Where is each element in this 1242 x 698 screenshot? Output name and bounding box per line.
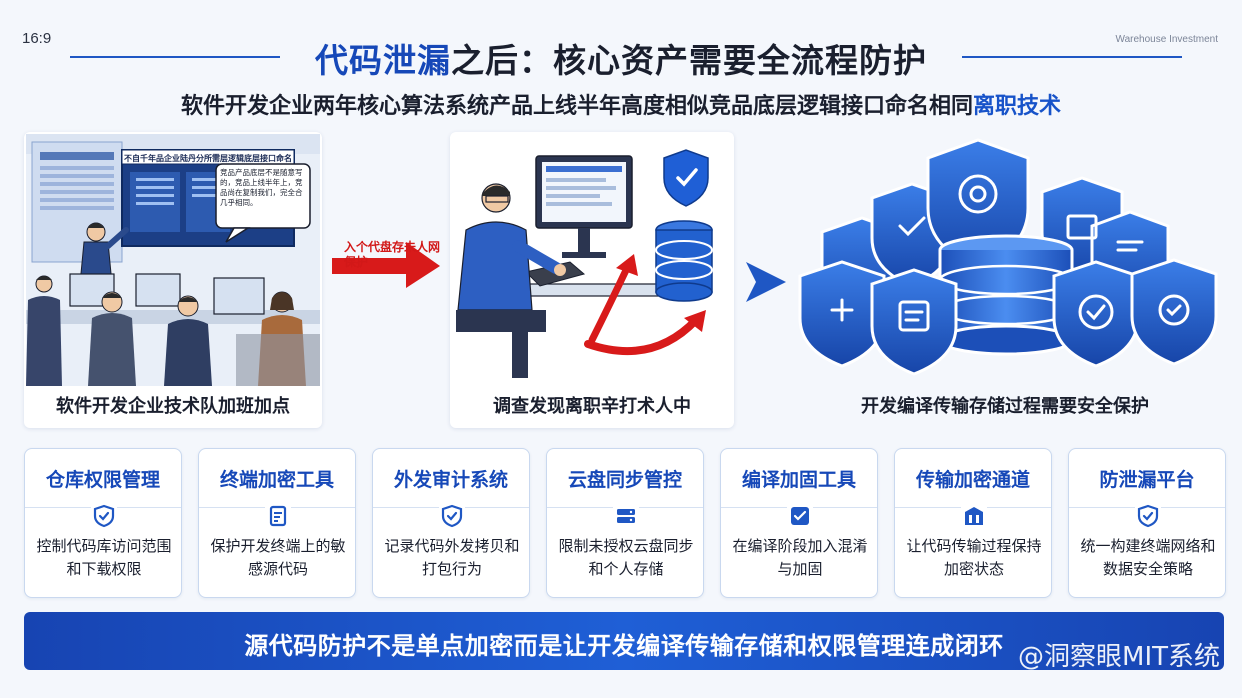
office-team-illustration: 不自千年品企业陆丹分所需层逻辑底层接口命名 竞品产品底层不是随意写的，竞品上线半…: [26, 134, 320, 386]
screen-banner-text: 不自千年品企业陆丹分所需层逻辑底层接口命名: [124, 153, 292, 163]
card-title: 外发审计系统: [393, 469, 508, 491]
subtitle-highlight: 离职技术: [973, 94, 1062, 119]
panel-caption-investigation: 调查发现离职辛打术人中: [493, 396, 691, 417]
card-description: 控制代码库访问范围和下载权限: [36, 537, 172, 578]
card-title: 云盘同步管控: [567, 469, 682, 491]
feature-card-cloud-sync-control: 云盘同步管控 限制未授权云盘同步和个人存储: [546, 448, 704, 598]
feature-card-encrypted-channel: 传输加密通道 让代码传输过程保持加密状态: [894, 448, 1052, 598]
card-title: 防泄漏平台: [1099, 469, 1195, 491]
summary-banner: 源代码防护不是单点加密而是让开发编译传输存储和权限管理连成闭环: [24, 612, 1224, 670]
scene-panel-team-overtime: 不自千年品企业陆丹分所需层逻辑底层接口命名 竞品产品底层不是随意写的，竞品上线半…: [24, 132, 322, 428]
speech-bubble-text: 竞品产品底层不是随意写的，竞品上线半年上，竞品尚在复制我们，完全合几乎相同。: [220, 168, 303, 207]
shield-check-icon: [1135, 503, 1161, 529]
subtitle-main: 软件开发企业两年核心算法系统产品上线半年高度相似竞品底层逻辑接口命名相同: [180, 94, 973, 119]
title-highlight: 代码泄漏: [315, 41, 451, 80]
title-rest: 之后：核心资产需要全流程防护: [451, 41, 927, 80]
corner-label: Warehouse Investment: [1115, 34, 1218, 45]
build-check-icon: [787, 503, 813, 529]
card-title: 编译加固工具: [741, 469, 856, 491]
scene-panel-security: 开发编译传输存储过程需要安全保护: [790, 132, 1220, 428]
aspect-ratio-label: 16:9: [22, 30, 52, 47]
shield-check-icon: [91, 503, 117, 529]
shield-check-icon: [439, 503, 465, 529]
feature-card-build-hardening: 编译加固工具 在编译阶段加入混淆与加固: [720, 448, 878, 598]
title-rule-right: [962, 56, 1182, 58]
card-description: 限制未授权云盘同步和个人存储: [558, 537, 694, 578]
panel-caption-security: 开发编译传输存储过程需要安全保护: [861, 396, 1149, 417]
shields-database-illustration: [798, 138, 1218, 376]
feature-card-dlp-platform: 防泄漏平台 统一构建终端网络和数据安全策略: [1068, 448, 1226, 598]
page-subtitle: 软件开发企业两年核心算法系统产品上线半年高度相似竞品底层逻辑接口命名相同离职技术: [0, 88, 1242, 120]
developer-database-illustration: [452, 134, 732, 386]
scene-panel-investigation: 调查发现离职辛打术人中: [450, 132, 734, 428]
page-title: 代码泄漏之后：核心资产需要全流程防护: [0, 34, 1242, 82]
panel-caption-team: 软件开发企业技术队加班加点: [56, 396, 290, 417]
document-lock-icon: [265, 503, 291, 529]
red-arrow-icon: [332, 242, 440, 288]
card-title: 终端加密工具: [219, 469, 334, 491]
arrow-label: 入个代盘存未人网保护: [344, 240, 441, 269]
feature-card-endpoint-encryption: 终端加密工具 保护开发终端上的敏感源代码: [198, 448, 356, 598]
card-title: 传输加密通道: [915, 469, 1030, 491]
summary-banner-text: 源代码防护不是单点加密而是让开发编译传输存储和权限管理连成闭环: [244, 632, 1004, 660]
feature-card-outbound-audit: 外发审计系统 记录代码外发拷贝和打包行为: [372, 448, 530, 598]
storage-drive-icon: [613, 503, 639, 529]
card-description: 记录代码外发拷贝和打包行为: [384, 537, 520, 578]
blue-arrow-icon: [746, 262, 786, 302]
card-description: 统一构建终端网络和数据安全策略: [1080, 537, 1216, 578]
building-icon: [961, 503, 987, 529]
card-description: 在编译阶段加入混淆与加固: [732, 537, 868, 578]
card-title: 仓库权限管理: [45, 469, 160, 491]
feature-card-repo-permission: 仓库权限管理 控制代码库访问范围和下载权限: [24, 448, 182, 598]
card-description: 保护开发终端上的敏感源代码: [210, 537, 346, 578]
watermark: @洞察眼MIT系统: [1018, 642, 1220, 672]
title-rule-left: [70, 56, 280, 58]
card-description: 让代码传输过程保持加密状态: [906, 537, 1042, 578]
